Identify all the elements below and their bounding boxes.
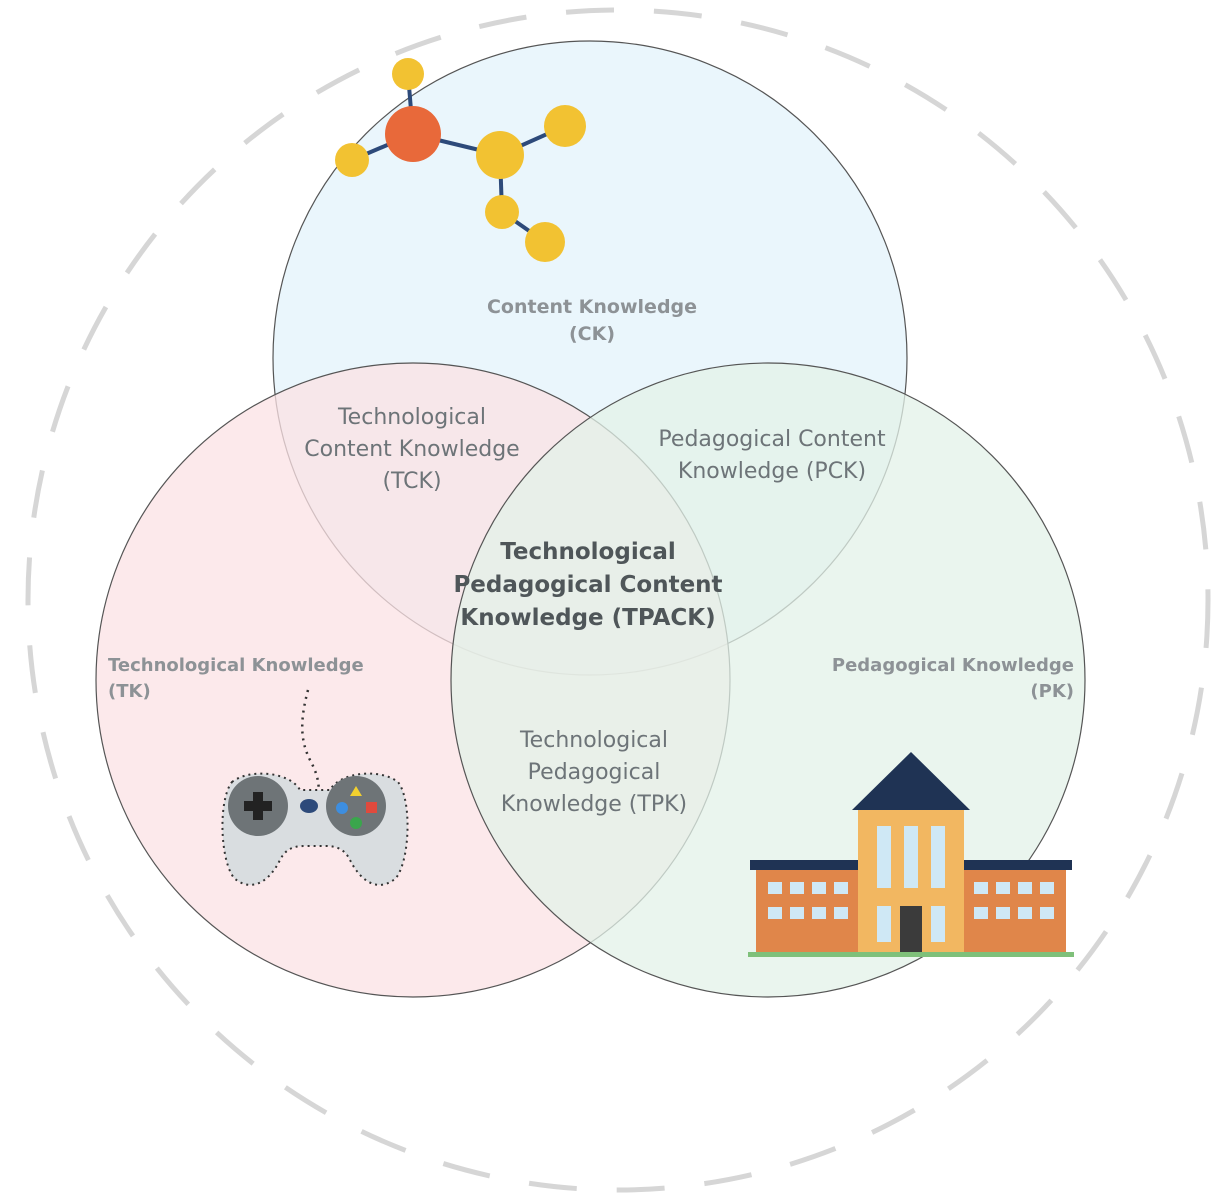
pk-label-line1: Pedagogical Knowledge <box>832 655 1074 676</box>
tpk-label-line1: Technological <box>519 728 668 753</box>
tpack-label-line3: Knowledge (TPACK) <box>460 605 715 631</box>
ck-label-line1: Content Knowledge <box>487 296 697 318</box>
tk-label: Technological Knowledge (TK) <box>108 655 364 702</box>
outer-context-ring <box>25 7 1211 1193</box>
ck-label-line2: (CK) <box>569 323 615 345</box>
pck-label: Pedagogical Content Knowledge (PCK) <box>658 427 886 484</box>
pck-label-line1: Pedagogical Content <box>658 427 886 452</box>
tpk-label-line3: Knowledge (TPK) <box>501 792 687 817</box>
tpk-label: Technological Pedagogical Knowledge (TPK… <box>501 728 687 817</box>
tck-label-line2: Content Knowledge <box>304 437 519 462</box>
tk-label-line1: Technological Knowledge <box>108 655 364 676</box>
tpack-label-line2: Pedagogical Content <box>453 572 722 598</box>
tck-label-line1: Technological <box>337 405 486 430</box>
tck-label: Technological Content Knowledge (TCK) <box>304 405 519 494</box>
ck-label: Content Knowledge (CK) <box>487 296 697 345</box>
tpk-label-line2: Pedagogical <box>528 760 661 785</box>
tk-label-line2: (TK) <box>108 681 151 702</box>
tck-label-line3: (TCK) <box>382 469 441 494</box>
pk-label: Pedagogical Knowledge (PK) <box>832 655 1074 702</box>
tpack-label-line1: Technological <box>500 539 676 565</box>
school-building-icon <box>748 752 1074 957</box>
pk-label-line2: (PK) <box>1030 681 1074 702</box>
molecule-icon <box>335 58 586 262</box>
pck-label-line2: Knowledge (PCK) <box>678 459 866 484</box>
game-controller-icon <box>221 689 409 886</box>
tpack-label: Technological Pedagogical Content Knowle… <box>453 539 722 631</box>
